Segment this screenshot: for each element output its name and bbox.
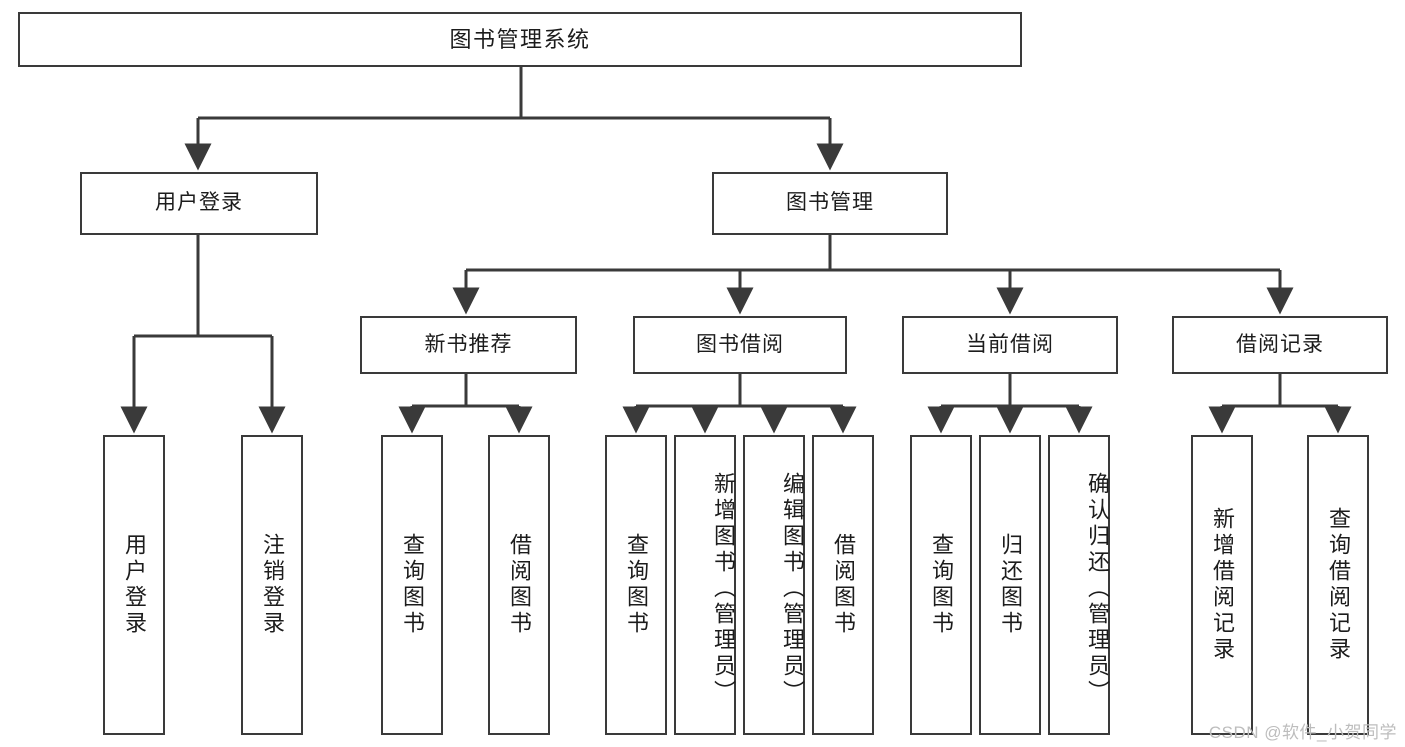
node-root-label: 图书管理系统 <box>449 26 591 52</box>
node-current-borrow-label: 当前借阅 <box>966 332 1054 356</box>
leaf-edit-book[interactable]: 编辑图书（管理员） <box>743 435 805 735</box>
node-new-book-recommend[interactable]: 新书推荐 <box>360 316 577 374</box>
leaf-logout[interactable]: 注销登录 <box>241 435 303 735</box>
node-user-login[interactable]: 用户登录 <box>80 172 318 235</box>
leaf-borrow-book-1-label: 借阅图书 <box>507 533 532 637</box>
leaf-return-book-label: 归还图书 <box>998 533 1023 637</box>
leaf-user-login-label: 用户登录 <box>122 533 147 637</box>
watermark: CSDN @软件_小贺同学 <box>1208 723 1397 742</box>
leaf-confirm-return-label: 确认归还（管理员） <box>1085 472 1110 706</box>
leaf-add-record[interactable]: 新增借阅记录 <box>1191 435 1253 735</box>
leaf-query-record-label: 查询借阅记录 <box>1326 507 1351 663</box>
node-borrow-record[interactable]: 借阅记录 <box>1172 316 1388 374</box>
node-new-book-recommend-label: 新书推荐 <box>424 332 513 356</box>
leaf-add-book[interactable]: 新增图书（管理员） <box>674 435 736 735</box>
node-user-login-label: 用户登录 <box>155 191 243 215</box>
node-book-borrow-label: 图书借阅 <box>696 332 784 356</box>
node-book-manage-label: 图书管理 <box>786 191 874 215</box>
leaf-logout-label: 注销登录 <box>260 533 285 637</box>
leaf-borrow-book-2-label: 借阅图书 <box>831 533 856 637</box>
node-root[interactable]: 图书管理系统 <box>18 12 1022 67</box>
leaf-return-book[interactable]: 归还图书 <box>979 435 1041 735</box>
leaf-borrow-book-1[interactable]: 借阅图书 <box>488 435 550 735</box>
leaf-query-book-3-label: 查询图书 <box>929 533 954 637</box>
leaf-borrow-book-2[interactable]: 借阅图书 <box>812 435 874 735</box>
leaf-confirm-return[interactable]: 确认归还（管理员） <box>1048 435 1110 735</box>
node-book-manage[interactable]: 图书管理 <box>712 172 948 235</box>
leaf-query-book-2[interactable]: 查询图书 <box>605 435 667 735</box>
node-borrow-record-label: 借阅记录 <box>1236 332 1324 356</box>
leaf-user-login[interactable]: 用户登录 <box>103 435 165 735</box>
leaf-query-book-2-label: 查询图书 <box>624 533 649 637</box>
leaf-query-book-1-label: 查询图书 <box>400 533 425 637</box>
leaf-add-record-label: 新增借阅记录 <box>1210 507 1235 663</box>
leaf-query-book-3[interactable]: 查询图书 <box>910 435 972 735</box>
leaf-query-book-1[interactable]: 查询图书 <box>381 435 443 735</box>
leaf-add-book-label: 新增图书（管理员） <box>711 472 736 706</box>
leaf-query-record[interactable]: 查询借阅记录 <box>1307 435 1369 735</box>
node-book-borrow[interactable]: 图书借阅 <box>633 316 847 374</box>
leaf-edit-book-label: 编辑图书（管理员） <box>780 472 805 706</box>
node-current-borrow[interactable]: 当前借阅 <box>902 316 1118 374</box>
